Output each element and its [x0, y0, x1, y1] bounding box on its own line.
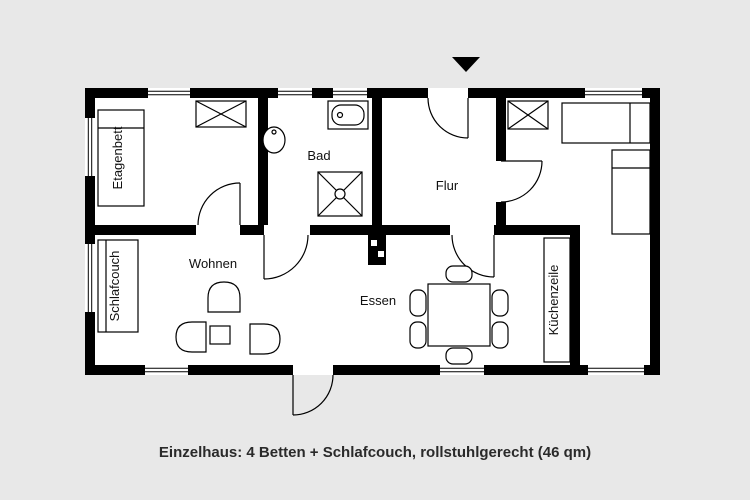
window-icon [85, 118, 95, 176]
terrace-door-opening [293, 365, 333, 375]
windows [85, 88, 644, 375]
window-icon [588, 365, 644, 375]
window-icon [145, 365, 188, 375]
caption: Einzelhaus: 4 Betten + Schlafcouch, roll… [158, 444, 592, 461]
armchair-icon [175, 321, 207, 353]
window-icon [585, 88, 642, 98]
dining-chair-icon [445, 347, 473, 365]
wardrobe-icon [195, 100, 247, 128]
duct-pillar [368, 235, 386, 265]
wardrobe-icon [507, 100, 549, 130]
dining-chair-icon [409, 289, 427, 317]
bath-door-arc-icon [263, 234, 309, 280]
walls [85, 88, 660, 375]
dining-chair-icon [409, 321, 427, 349]
room-label-schlafcouch: Schlafcouch [107, 251, 122, 322]
room-label-etagenbett: Etagenbett [110, 126, 125, 189]
room-label-bad: Bad [307, 148, 330, 163]
dining-chair-icon [491, 321, 509, 349]
window-icon [85, 244, 95, 312]
bed-icon [611, 149, 651, 235]
terrace-door-arc-icon [292, 374, 334, 416]
window-icon [278, 88, 312, 98]
bunkroom-door-arc-icon [197, 182, 241, 226]
room-label-essen: Essen [360, 293, 396, 308]
bunk-bed-icon [97, 109, 145, 207]
sofa-bed-icon [97, 239, 139, 333]
armchair-icon [207, 281, 241, 313]
window-icon [148, 88, 190, 98]
window-icon [333, 88, 367, 98]
room-label-flur: Flur [436, 178, 459, 193]
sink-icon [262, 126, 286, 154]
entrance-door-arc-icon [427, 97, 469, 139]
armchair-icon [249, 323, 281, 355]
bed-icon [561, 102, 651, 144]
window-icon [440, 365, 484, 375]
room-labels: Bad Flur Wohnen Essen Etagenbett Schlafc… [107, 126, 561, 335]
room-label-kuechenzeile: Küchenzeile [546, 265, 561, 336]
hall-door-arc-icon [451, 234, 495, 278]
kitchenette-counter-icon [543, 237, 571, 363]
shower-icon [317, 171, 363, 217]
coffee-table-icon [209, 325, 231, 345]
dining-chair-icon [445, 265, 473, 283]
furniture [97, 100, 651, 365]
room-label-wohnen: Wohnen [189, 256, 237, 271]
entrance-opening [428, 88, 468, 98]
dining-table-icon [427, 283, 491, 347]
bathtub-icon [327, 100, 369, 130]
entrance-marker-icon [452, 57, 480, 72]
doors [197, 97, 543, 416]
dining-chair-icon [491, 289, 509, 317]
bedroom-door-arc-icon [500, 160, 543, 203]
